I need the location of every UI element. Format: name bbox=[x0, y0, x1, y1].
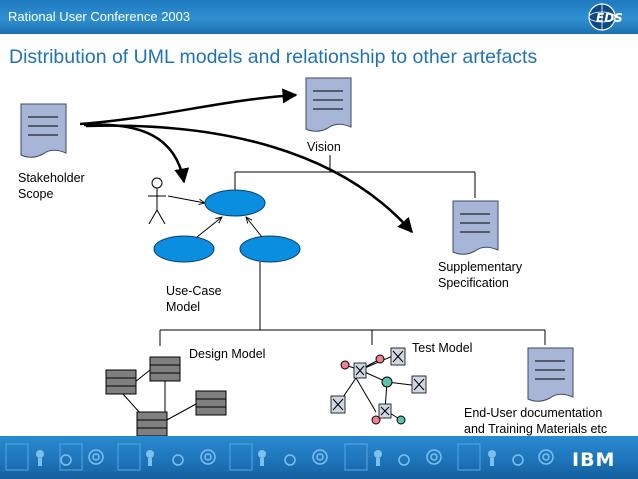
eds-logo-icon: EDS bbox=[588, 3, 623, 31]
arrow-to-supplementary bbox=[85, 124, 413, 234]
bug-icon bbox=[390, 347, 406, 366]
actor-association bbox=[167, 195, 205, 203]
bug-icon bbox=[330, 395, 346, 414]
arrow-to-use-case bbox=[83, 123, 190, 184]
design-model-diagram bbox=[105, 356, 227, 437]
test-model-diagram bbox=[330, 347, 427, 425]
include-arrow-right bbox=[246, 217, 263, 238]
use-case-model-label: Use-Case Model bbox=[166, 284, 222, 314]
arrow-to-vision bbox=[79, 88, 298, 126]
class-box-icon bbox=[105, 369, 137, 395]
connector-lines bbox=[159, 155, 546, 346]
class-box-icon bbox=[136, 411, 168, 437]
footer-pattern-icon bbox=[5, 443, 554, 471]
design-model-label: Design Model bbox=[189, 347, 266, 361]
test-node-icon bbox=[375, 354, 385, 364]
test-node-icon bbox=[396, 415, 406, 425]
vision-document-icon bbox=[305, 77, 352, 132]
bug-icon bbox=[353, 362, 367, 379]
use-case-ellipse-top bbox=[204, 189, 266, 217]
test-node-icon bbox=[381, 376, 393, 388]
ibm-logo: IBM bbox=[572, 449, 616, 471]
test-model-label: Test Model bbox=[412, 341, 473, 355]
page-title: Distribution of UML models and relations… bbox=[9, 46, 538, 68]
conference-name: Rational User Conference 2003 bbox=[8, 9, 191, 24]
eds-logo-text: EDS bbox=[596, 11, 623, 25]
test-node-icon bbox=[371, 415, 381, 425]
supplementary-specification-label: Supplementary Specification bbox=[438, 260, 523, 290]
bug-icon bbox=[378, 403, 392, 419]
use-case-ellipse-left bbox=[153, 235, 215, 263]
use-case-ellipse-right bbox=[239, 235, 301, 263]
class-box-icon bbox=[195, 390, 227, 416]
class-box-icon bbox=[149, 356, 181, 382]
footer-bar bbox=[0, 436, 638, 479]
stakeholder-document-icon bbox=[20, 103, 67, 158]
end-user-document-icon bbox=[527, 347, 574, 402]
supplementary-document-icon bbox=[452, 200, 499, 255]
stakeholder-scope-label: Stakeholder Scope bbox=[18, 171, 85, 201]
end-user-documentation-label: End-User documentation and Training Mate… bbox=[464, 406, 608, 436]
actor-icon bbox=[148, 177, 166, 225]
header-bar: Rational User Conference 2003 EDS bbox=[0, 0, 638, 34]
test-node-icon bbox=[340, 360, 350, 370]
bug-icon bbox=[411, 375, 427, 394]
include-arrow-left bbox=[196, 217, 222, 238]
vision-label: Vision bbox=[307, 140, 341, 154]
